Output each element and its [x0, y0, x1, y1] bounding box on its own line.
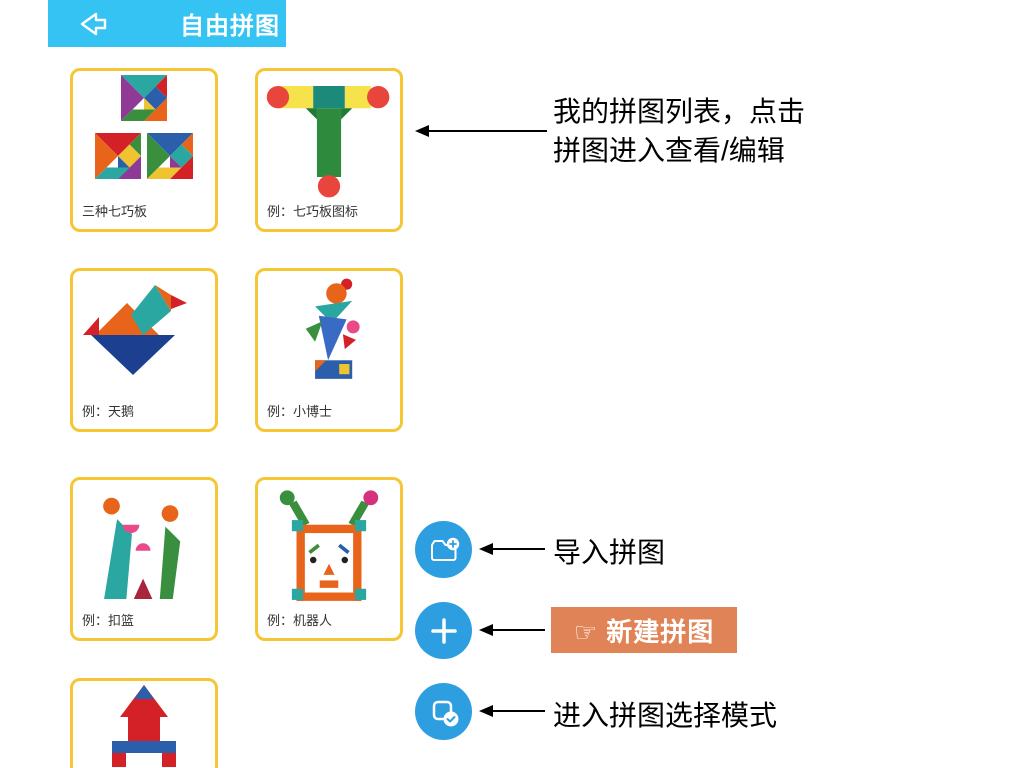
- puzzle-label: 例：天鹅: [82, 404, 135, 419]
- arrow-to-puzzle-list: [415, 125, 547, 137]
- import-puzzle-button[interactable]: [415, 521, 472, 578]
- puzzle-tile-scholar[interactable]: 例：小博士: [255, 268, 403, 432]
- puzzle-tile-tangram-icon[interactable]: 例：七巧板图标: [255, 68, 403, 232]
- tangram-swan-image: [83, 285, 187, 375]
- header-bar: 自由拼图: [48, 0, 286, 47]
- puzzle-label: 例：小博士: [267, 404, 333, 419]
- folder-plus-icon: [430, 537, 459, 561]
- select-check-icon: [432, 700, 458, 726]
- puzzle-tile-robot[interactable]: 例：机器人: [255, 477, 403, 641]
- tangram-three-squares-image: [95, 75, 193, 179]
- arrow-to-import-button: [479, 543, 545, 555]
- puzzle-tile-swan[interactable]: 例：天鹅: [70, 268, 218, 432]
- puzzle-tile-three-tangrams[interactable]: 三种七巧板: [70, 68, 218, 232]
- tangram-dunk-image: [103, 497, 181, 599]
- tangram-rocket-image: [112, 685, 176, 767]
- tangram-scholar-image: [305, 278, 360, 379]
- tangram-robot-image: [279, 490, 379, 601]
- selection-mode-button[interactable]: [415, 683, 472, 740]
- arrow-to-selection-button: [479, 705, 545, 717]
- plus-icon: [430, 617, 457, 644]
- selection-mode-note: 进入拼图选择模式: [553, 700, 778, 731]
- puzzle-list-note: 我的拼图列表，点击 拼图进入查看/编辑: [553, 96, 806, 166]
- puzzle-label: 三种七巧板: [82, 204, 148, 219]
- puzzle-label: 例：七巧板图标: [267, 204, 359, 219]
- tangram-t-icon-image: [266, 86, 390, 198]
- arrow-to-new-button: [479, 624, 545, 636]
- new-puzzle-callout: ☞ 新建拼图: [551, 607, 737, 653]
- import-note: 导入拼图: [553, 537, 666, 568]
- new-puzzle-button[interactable]: [415, 602, 472, 659]
- puzzle-label: 例：机器人: [267, 613, 333, 628]
- back-button[interactable]: [76, 6, 112, 42]
- page-title: 自由拼图: [180, 13, 280, 40]
- back-arrow-icon: [80, 12, 107, 36]
- puzzle-label: 例：扣篮: [82, 613, 135, 628]
- puzzle-tile-dunk[interactable]: 例：扣篮: [70, 477, 218, 641]
- puzzle-tile-rocket-partial[interactable]: [70, 678, 218, 768]
